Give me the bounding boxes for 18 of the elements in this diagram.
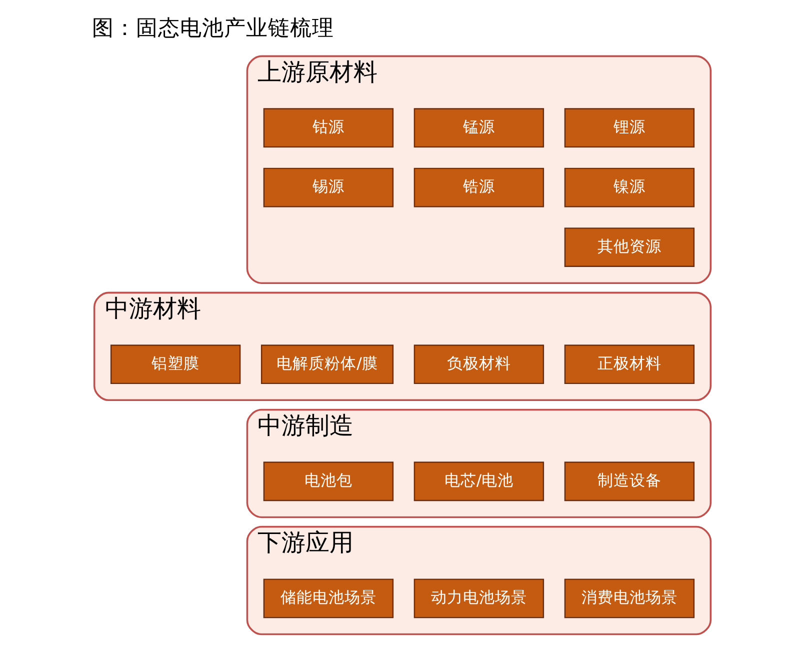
node-box: 动力电池场景 [413, 578, 544, 618]
node-box: 其他资源 [564, 228, 694, 267]
node-box: 锂源 [564, 108, 694, 148]
node-box: 制造设备 [564, 462, 694, 502]
node-box: 负极材料 [413, 344, 544, 384]
node-box: 镍源 [564, 168, 694, 208]
node-box: 电解质粉体/膜 [260, 344, 394, 384]
node-box: 锰源 [413, 108, 544, 148]
diagram-title: 图：固态电池产业链梳理 [92, 16, 334, 42]
node-box: 铝塑膜 [110, 344, 240, 384]
node-box: 电池包 [262, 462, 394, 502]
node-box: 电芯/电池 [413, 462, 544, 502]
node-box: 消费电池场景 [564, 578, 694, 618]
node-box: 储能电池场景 [262, 578, 394, 618]
node-box: 锆源 [413, 168, 544, 208]
node-box: 钴源 [262, 108, 394, 148]
node-box: 正极材料 [564, 344, 694, 384]
node-box: 锡源 [262, 168, 394, 208]
